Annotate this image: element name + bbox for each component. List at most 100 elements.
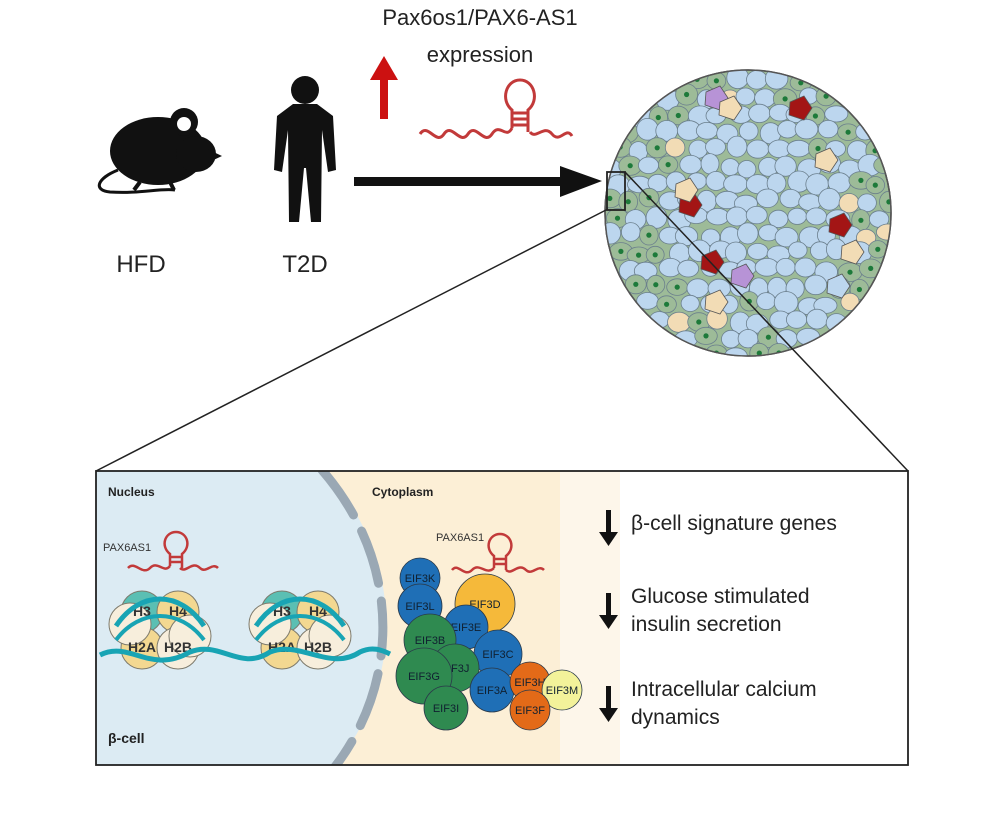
islet-cell-nucleus: [636, 252, 642, 258]
islet-special-cell: [826, 273, 851, 299]
islet-cell: [700, 153, 720, 175]
islet-cell: [680, 294, 700, 312]
islet-cell-nucleus: [858, 177, 864, 183]
islet-cell: [805, 207, 828, 226]
islet-cell-nucleus: [812, 113, 819, 119]
islet-cell: [794, 118, 819, 140]
islet-cell-nucleus: [815, 145, 821, 152]
eif3-subunit-label: EIF3I: [433, 703, 459, 715]
down-arrow-icon: [599, 593, 618, 629]
islet-cell: [620, 222, 641, 242]
dna-strand: [98, 646, 392, 663]
islet-cell-nucleus: [655, 114, 661, 121]
eif3-subunit: [541, 669, 583, 711]
islet-cell-nucleus: [614, 215, 621, 221]
beta-cell-label: β-cell: [108, 730, 145, 746]
islet-cell: [686, 278, 710, 299]
eif3-subunit-label: EIF3L: [405, 601, 434, 613]
islet-cell: [695, 122, 719, 140]
islet-cell: [705, 138, 726, 156]
nucleus-label: Nucleus: [108, 485, 155, 499]
zoom-line-right: [624, 171, 909, 472]
islet-special-cell: [674, 177, 699, 203]
islet-cell-nucleus: [627, 163, 633, 169]
islet-cell: [817, 120, 839, 139]
islet-cell-nucleus: [756, 350, 762, 356]
islet-cell-nucleus: [868, 265, 874, 271]
islet-cell-nucleus: [654, 145, 660, 151]
eif3-subunit-label: EIF3H: [514, 677, 545, 689]
islet-cell-nucleus: [684, 91, 690, 98]
islet-cell-nucleus: [646, 232, 652, 238]
islet-cell-nucleus: [875, 246, 881, 252]
islet-cell-nucleus: [652, 252, 658, 258]
islet-cell-nucleus: [845, 129, 851, 135]
eif3-subunit-label: EIF3G: [408, 671, 440, 683]
islet-cell: [706, 207, 730, 226]
effect-text: Glucose stimulated: [631, 585, 810, 608]
islet-cell: [723, 174, 748, 194]
islet-cell-nucleus: [703, 333, 709, 339]
hairpin-rna-icon: [451, 532, 545, 574]
islet-cell: [608, 136, 633, 158]
islet-cell: [773, 291, 799, 314]
islet-special-cell: [718, 95, 743, 121]
islet-cell-nucleus: [872, 182, 878, 188]
islet-special-cell: [704, 289, 729, 315]
islet-cell: [774, 155, 797, 177]
islet-cell: [638, 156, 660, 175]
islet-cell-nucleus: [665, 162, 671, 168]
islet-cell: [605, 222, 622, 245]
islet-cell-nucleus: [847, 269, 853, 275]
cytoplasm-label: Cytoplasm: [372, 485, 433, 499]
human-icon: [274, 76, 336, 222]
dna-strand: [254, 614, 346, 642]
eif3-subunit: [509, 689, 551, 731]
islet-cell-nucleus: [674, 284, 680, 290]
islet-cell-nucleus: [765, 334, 772, 340]
zoom-line-left: [95, 208, 609, 472]
islet-cell: [746, 139, 770, 159]
islet-cell: [745, 206, 768, 225]
dna-strand: [253, 596, 347, 628]
islet-cell: [747, 242, 769, 260]
islet-cell: [636, 118, 659, 141]
down-arrow-icon: [599, 510, 618, 546]
islet-cell: [645, 206, 668, 229]
islet-special-cell: [788, 95, 813, 121]
hairpin-rna-icon: [127, 530, 219, 572]
islet-cell-nucleus: [625, 199, 631, 205]
eif3-subunit-label: EIF3A: [477, 685, 508, 697]
islet-cell-nucleus: [618, 248, 624, 254]
effect-text: β-cell signature genes: [631, 512, 837, 535]
islet-cell: [746, 70, 768, 90]
islet-cell: [786, 139, 811, 158]
islet-cell: [824, 105, 849, 123]
eif3-subunit-label: EIF3K: [405, 573, 436, 585]
down-arrow-icon: [599, 686, 618, 722]
islet-cell: [737, 160, 757, 179]
islet-cell: [737, 222, 759, 245]
histone-label: H2B: [304, 639, 332, 655]
histone-protein: [168, 614, 212, 658]
effect-text-line2: dynamics: [631, 706, 720, 729]
islet-special-cell: [700, 249, 725, 275]
islet-cell: [748, 103, 771, 124]
islet-cell: [735, 87, 756, 106]
islet-cell: [806, 308, 828, 330]
islet-cell: [857, 193, 877, 213]
eif3-subunit-label: EIF3B: [415, 635, 446, 647]
islet-cell: [726, 135, 748, 158]
islet-cell-nucleus: [664, 301, 670, 307]
effect-text-line2: insulin secretion: [631, 613, 782, 636]
islet-cell: [664, 137, 686, 158]
islet-cell: [667, 311, 691, 333]
islet: [604, 69, 892, 357]
expression-subtitle: expression: [427, 42, 533, 67]
islet-cell: [788, 241, 808, 259]
eif3-subunit-label: EIF3C: [482, 649, 513, 661]
islet-cell-nucleus: [713, 78, 720, 84]
islet-special-cell: [828, 212, 853, 238]
